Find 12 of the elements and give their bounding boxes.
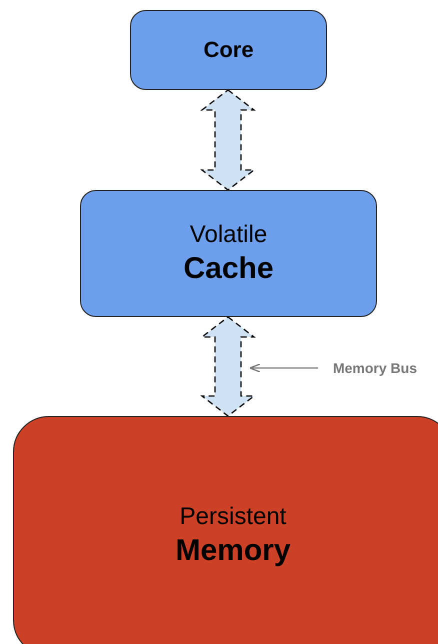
double-arrow [200, 89, 256, 191]
box-title: Memory [175, 533, 291, 570]
box-subtitle: Volatile [190, 220, 268, 250]
process-box [130, 10, 327, 90]
double-arrow [200, 316, 256, 417]
box-title: Core [203, 36, 254, 64]
box-title: Cache [183, 250, 274, 287]
process-box [80, 190, 377, 317]
box-subtitle: Persistent [180, 502, 286, 532]
process-box [13, 416, 438, 644]
leader-line [249, 363, 318, 373]
callout-label: Memory Bus [320, 358, 430, 378]
